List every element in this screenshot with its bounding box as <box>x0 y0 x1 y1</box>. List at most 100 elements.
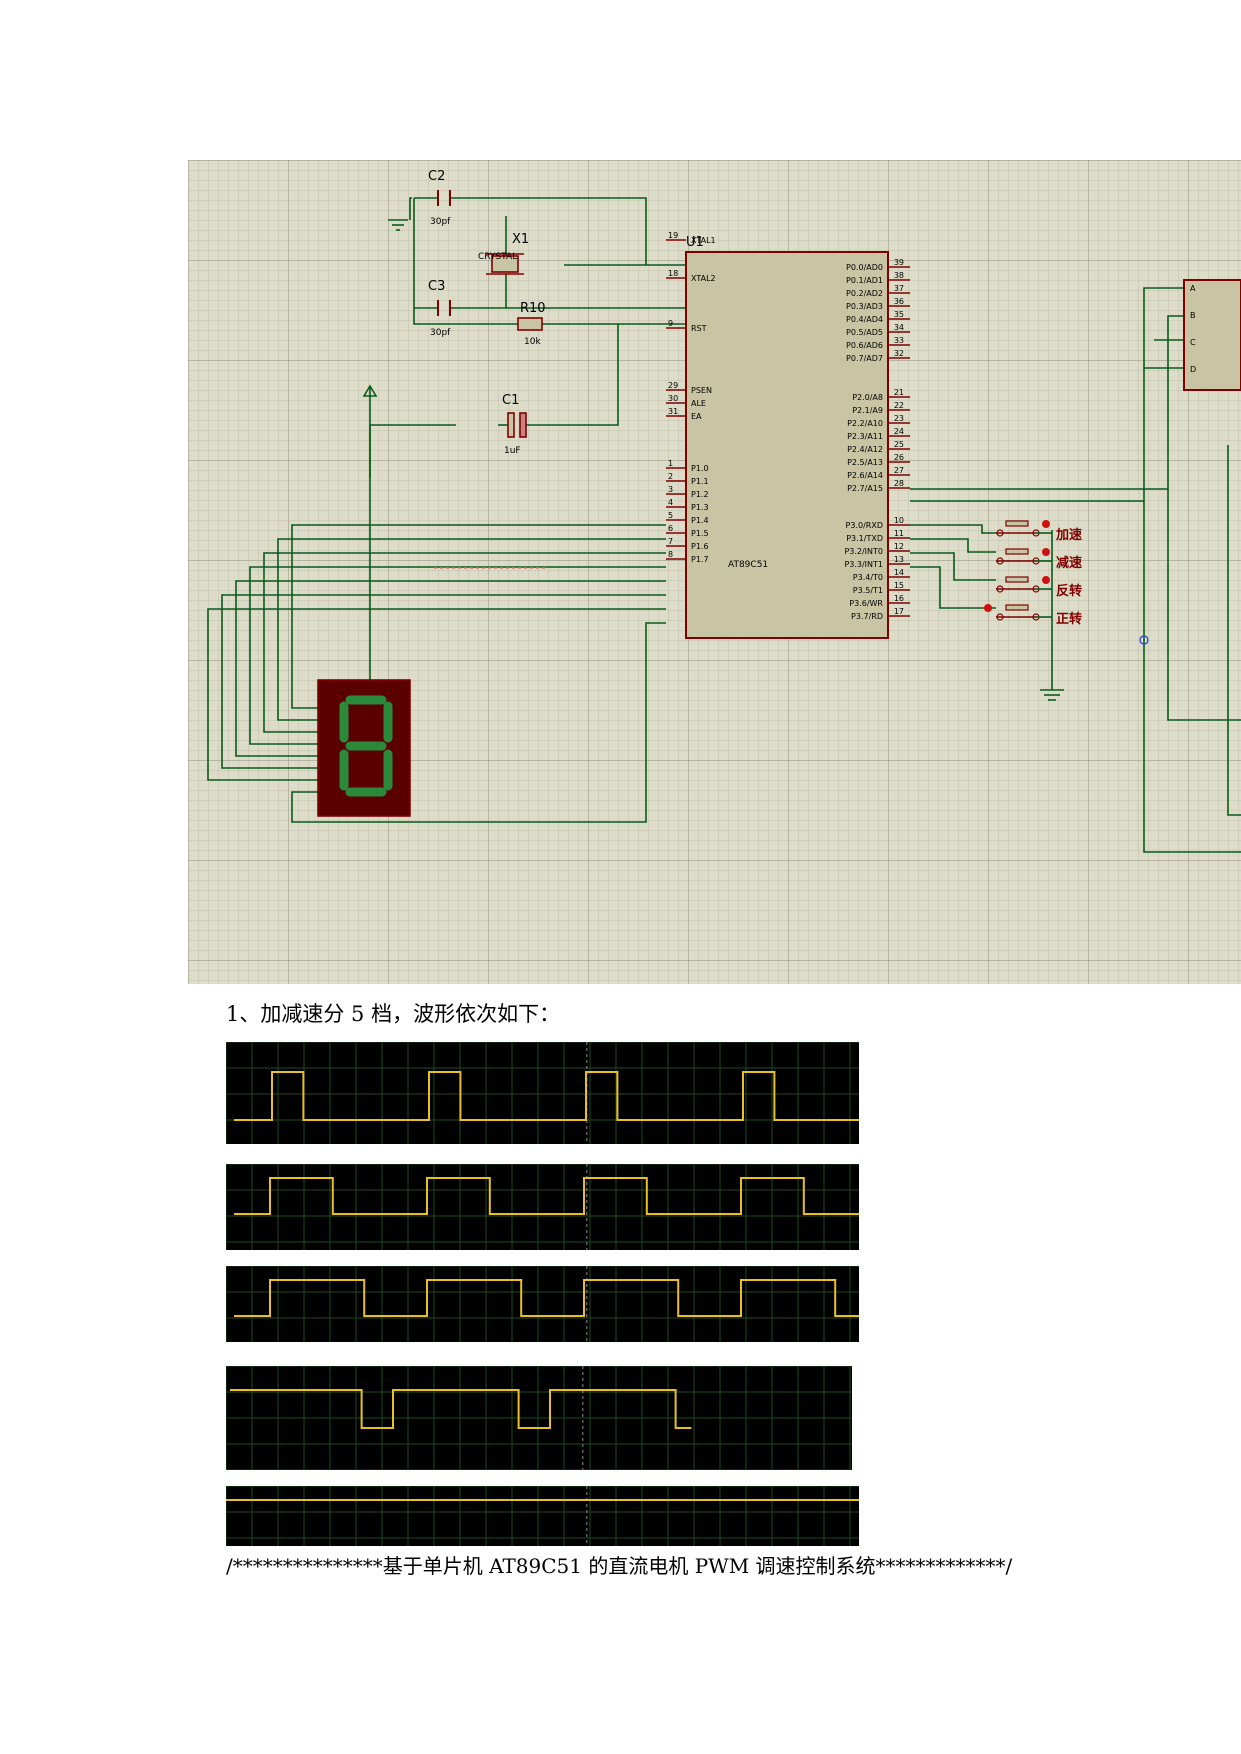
capacitor-c2 <box>437 190 451 206</box>
pin-number: 23 <box>894 414 904 423</box>
pin-name: P1.7 <box>691 555 709 564</box>
pin-number: 21 <box>894 388 904 397</box>
seven-segment-display <box>317 679 411 817</box>
pin-number: 15 <box>894 581 904 590</box>
scope-waveform-4 <box>226 1366 852 1470</box>
pin-number: 35 <box>894 310 904 319</box>
oscillator-wiring <box>369 197 686 680</box>
pin-number: 24 <box>894 427 904 436</box>
pin-number: 37 <box>894 284 904 293</box>
button-label: 减速 <box>1056 555 1082 571</box>
button-cap <box>1005 576 1029 583</box>
driver-pin-label: C <box>1190 338 1196 347</box>
pin-name: P0.5/AD5 <box>846 328 883 337</box>
pin-number: 28 <box>894 479 904 488</box>
x1-value: CRYSTAL <box>478 252 517 262</box>
pin-number: 32 <box>894 349 904 358</box>
pin-number: 17 <box>894 607 904 616</box>
button-wiring <box>910 488 1168 701</box>
driver-pin-label: D <box>1190 365 1196 374</box>
scope-waveform-2 <box>226 1164 859 1250</box>
seven-seg-wiring <box>207 524 666 823</box>
pin-name: P3.7/RD <box>851 612 883 621</box>
pwm-trace-4 <box>226 1366 852 1470</box>
scope-waveform-3 <box>226 1266 859 1342</box>
button-terminal <box>996 585 1004 593</box>
u1-ref: U1 <box>686 235 704 250</box>
pin-name: P3.3/INT1 <box>844 560 883 569</box>
pin-number: 34 <box>894 323 904 332</box>
pin-number: 30 <box>668 394 678 403</box>
pwm-trace-line <box>234 1177 859 1215</box>
pwm-trace-5 <box>226 1486 859 1546</box>
pin-name: P1.5 <box>691 529 709 538</box>
pin-number: 11 <box>894 529 904 538</box>
c2-ref: C2 <box>428 169 445 184</box>
pin-name: P0.1/AD1 <box>846 276 883 285</box>
pin-name: RST <box>691 324 707 333</box>
driver-pin-label: A <box>1190 284 1196 293</box>
pin-name: P3.5/T1 <box>853 586 883 595</box>
pin-name: P2.2/A10 <box>847 419 883 428</box>
button-terminal <box>996 529 1004 537</box>
pin-number: 36 <box>894 297 904 306</box>
pin-number: 29 <box>668 381 678 390</box>
crystal-x1 <box>486 253 524 275</box>
pin-name: P3.1/TXD <box>846 534 883 543</box>
c2-value: 30pf <box>430 217 451 227</box>
pin-number: 5 <box>668 511 673 520</box>
driver-pin-label: B <box>1190 311 1196 320</box>
pin-name: P1.0 <box>691 464 709 473</box>
pin-number: 31 <box>668 407 678 416</box>
scope-waveform-1 <box>226 1042 859 1144</box>
c1-ref: C1 <box>502 393 519 408</box>
button-state-dot-icon <box>1042 576 1050 584</box>
pin-name: P1.3 <box>691 503 709 512</box>
pin-number: 3 <box>668 485 673 494</box>
pin-number: 13 <box>894 555 904 564</box>
pin-number: 4 <box>668 498 673 507</box>
pin-name: P0.2/AD2 <box>846 289 883 298</box>
waveform-caption: 1、加减速分 5 档，波形依次如下： <box>226 1002 561 1026</box>
driver-pins: A B C D <box>1190 284 1196 374</box>
junction-marker-icon <box>1139 635 1149 645</box>
mcu-u1-body <box>685 251 889 639</box>
scope-waveform-5 <box>226 1486 859 1546</box>
pin-name: P2.7/A15 <box>847 484 883 493</box>
button-terminal <box>996 557 1004 565</box>
button-cap <box>1005 604 1029 611</box>
pin-name: P3.2/INT0 <box>844 547 883 556</box>
r10-value: 10k <box>524 337 541 347</box>
pin-name: P2.6/A14 <box>847 471 883 480</box>
pin-name: P2.4/A12 <box>847 445 883 454</box>
pin-name: XTAL2 <box>691 274 716 283</box>
driver-chip <box>1183 279 1241 391</box>
pin-name: P1.1 <box>691 477 709 486</box>
button-terminal <box>996 613 1004 621</box>
pwm-trace-line <box>234 1279 859 1317</box>
pin-name: P2.3/A11 <box>847 432 883 441</box>
pin-name: P0.0/AD0 <box>846 263 883 272</box>
pin-number: 2 <box>668 472 673 481</box>
pin-number: 38 <box>894 271 904 280</box>
pwm-trace-3 <box>226 1266 859 1342</box>
pin-number: 14 <box>894 568 904 577</box>
pin-name: P0.4/AD4 <box>846 315 883 324</box>
c1-value: 1uF <box>504 446 521 456</box>
button-label: 反转 <box>1056 583 1082 599</box>
power-arrow-icon <box>362 384 378 397</box>
button-state-dot-icon <box>984 604 992 612</box>
c3-ref: C3 <box>428 279 445 294</box>
mcu-right-pins: 39P0.0/AD038P0.1/AD137P0.2/AD236P0.3/AD3… <box>844 258 910 621</box>
pin-name: PSEN <box>691 386 712 395</box>
pin-number: 26 <box>894 453 904 462</box>
c3-value: 30pf <box>430 328 451 338</box>
r10-ref: R10 <box>520 301 546 316</box>
mcu-left-pins: 19XTAL118XTAL29RST29PSEN30ALE31EA1P1.02P… <box>666 231 716 564</box>
driver-wiring <box>1143 287 1241 853</box>
pwm-trace-1 <box>226 1042 859 1144</box>
pin-number: 19 <box>668 231 678 240</box>
pin-name: P3.4/T0 <box>853 573 883 582</box>
pin-name: XTAL1 <box>691 236 716 245</box>
